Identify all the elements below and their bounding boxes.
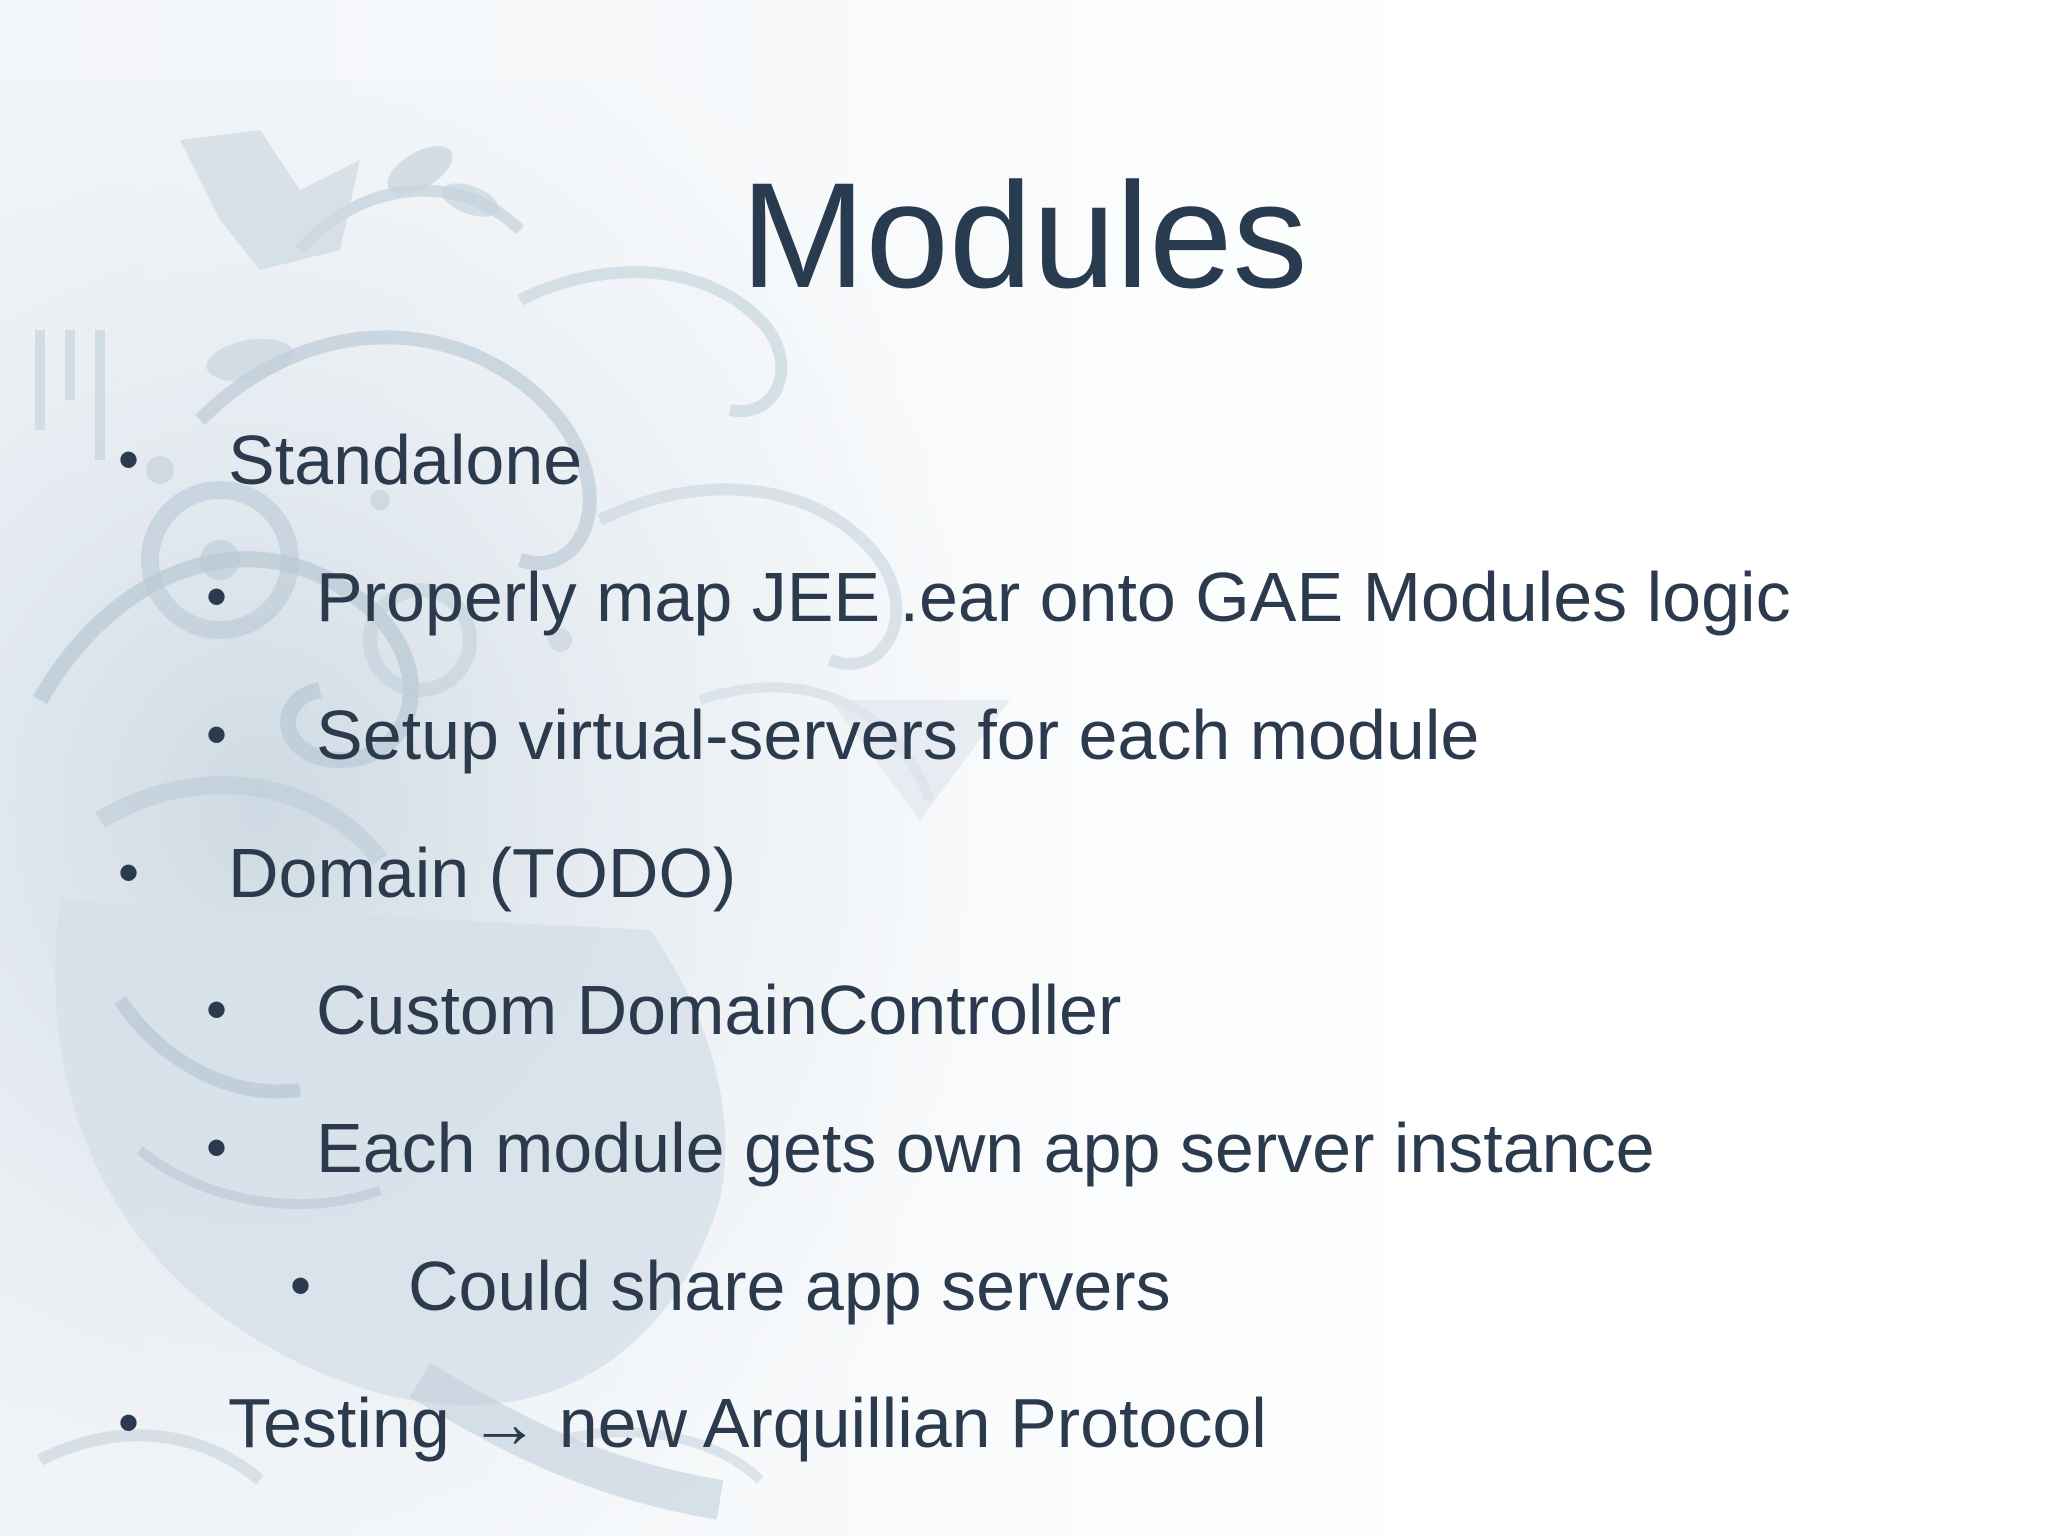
bullet-item: • Setup virtual-servers for each module [206,693,1480,777]
bullet-text: Properly map JEE .ear onto GAE Modules l… [316,558,1791,636]
bullet-item: • Testing → new Arquillian Protocol [118,1381,1267,1465]
bullet-text: Standalone [228,421,583,499]
bullet-text: Each module gets own app server instance [316,1109,1655,1187]
bullet-dot-icon: • [118,426,140,493]
bullet-dot-icon: • [206,701,228,768]
bullet-dot-icon: • [118,1389,140,1456]
bullet-text: Setup virtual-servers for each module [316,696,1480,774]
bullet-dot-icon: • [206,976,228,1043]
bullet-dot-icon: • [290,1252,312,1319]
bullet-dot-icon: • [206,1114,228,1181]
bullet-dot-icon: • [206,563,228,630]
bullet-item: • Standalone [118,418,583,502]
bullet-text: Could share app servers [408,1247,1171,1325]
slide-title: Modules [0,150,2048,320]
bullet-item: • Custom DomainController [206,968,1122,1052]
bullet-item: • Each module gets own app server instan… [206,1106,1655,1190]
bullet-dot-icon: • [118,839,140,906]
bullet-text: Custom DomainController [316,971,1122,1049]
bullet-item: • Properly map JEE .ear onto GAE Modules… [206,555,1791,639]
bullet-item: • Domain (TODO) [118,831,737,915]
bullet-item: • Could share app servers [290,1244,1171,1328]
slide-title-text: Modules [740,151,1308,319]
bullet-text: Testing → new Arquillian Protocol [228,1384,1267,1462]
bullet-text: Domain (TODO) [228,834,737,912]
